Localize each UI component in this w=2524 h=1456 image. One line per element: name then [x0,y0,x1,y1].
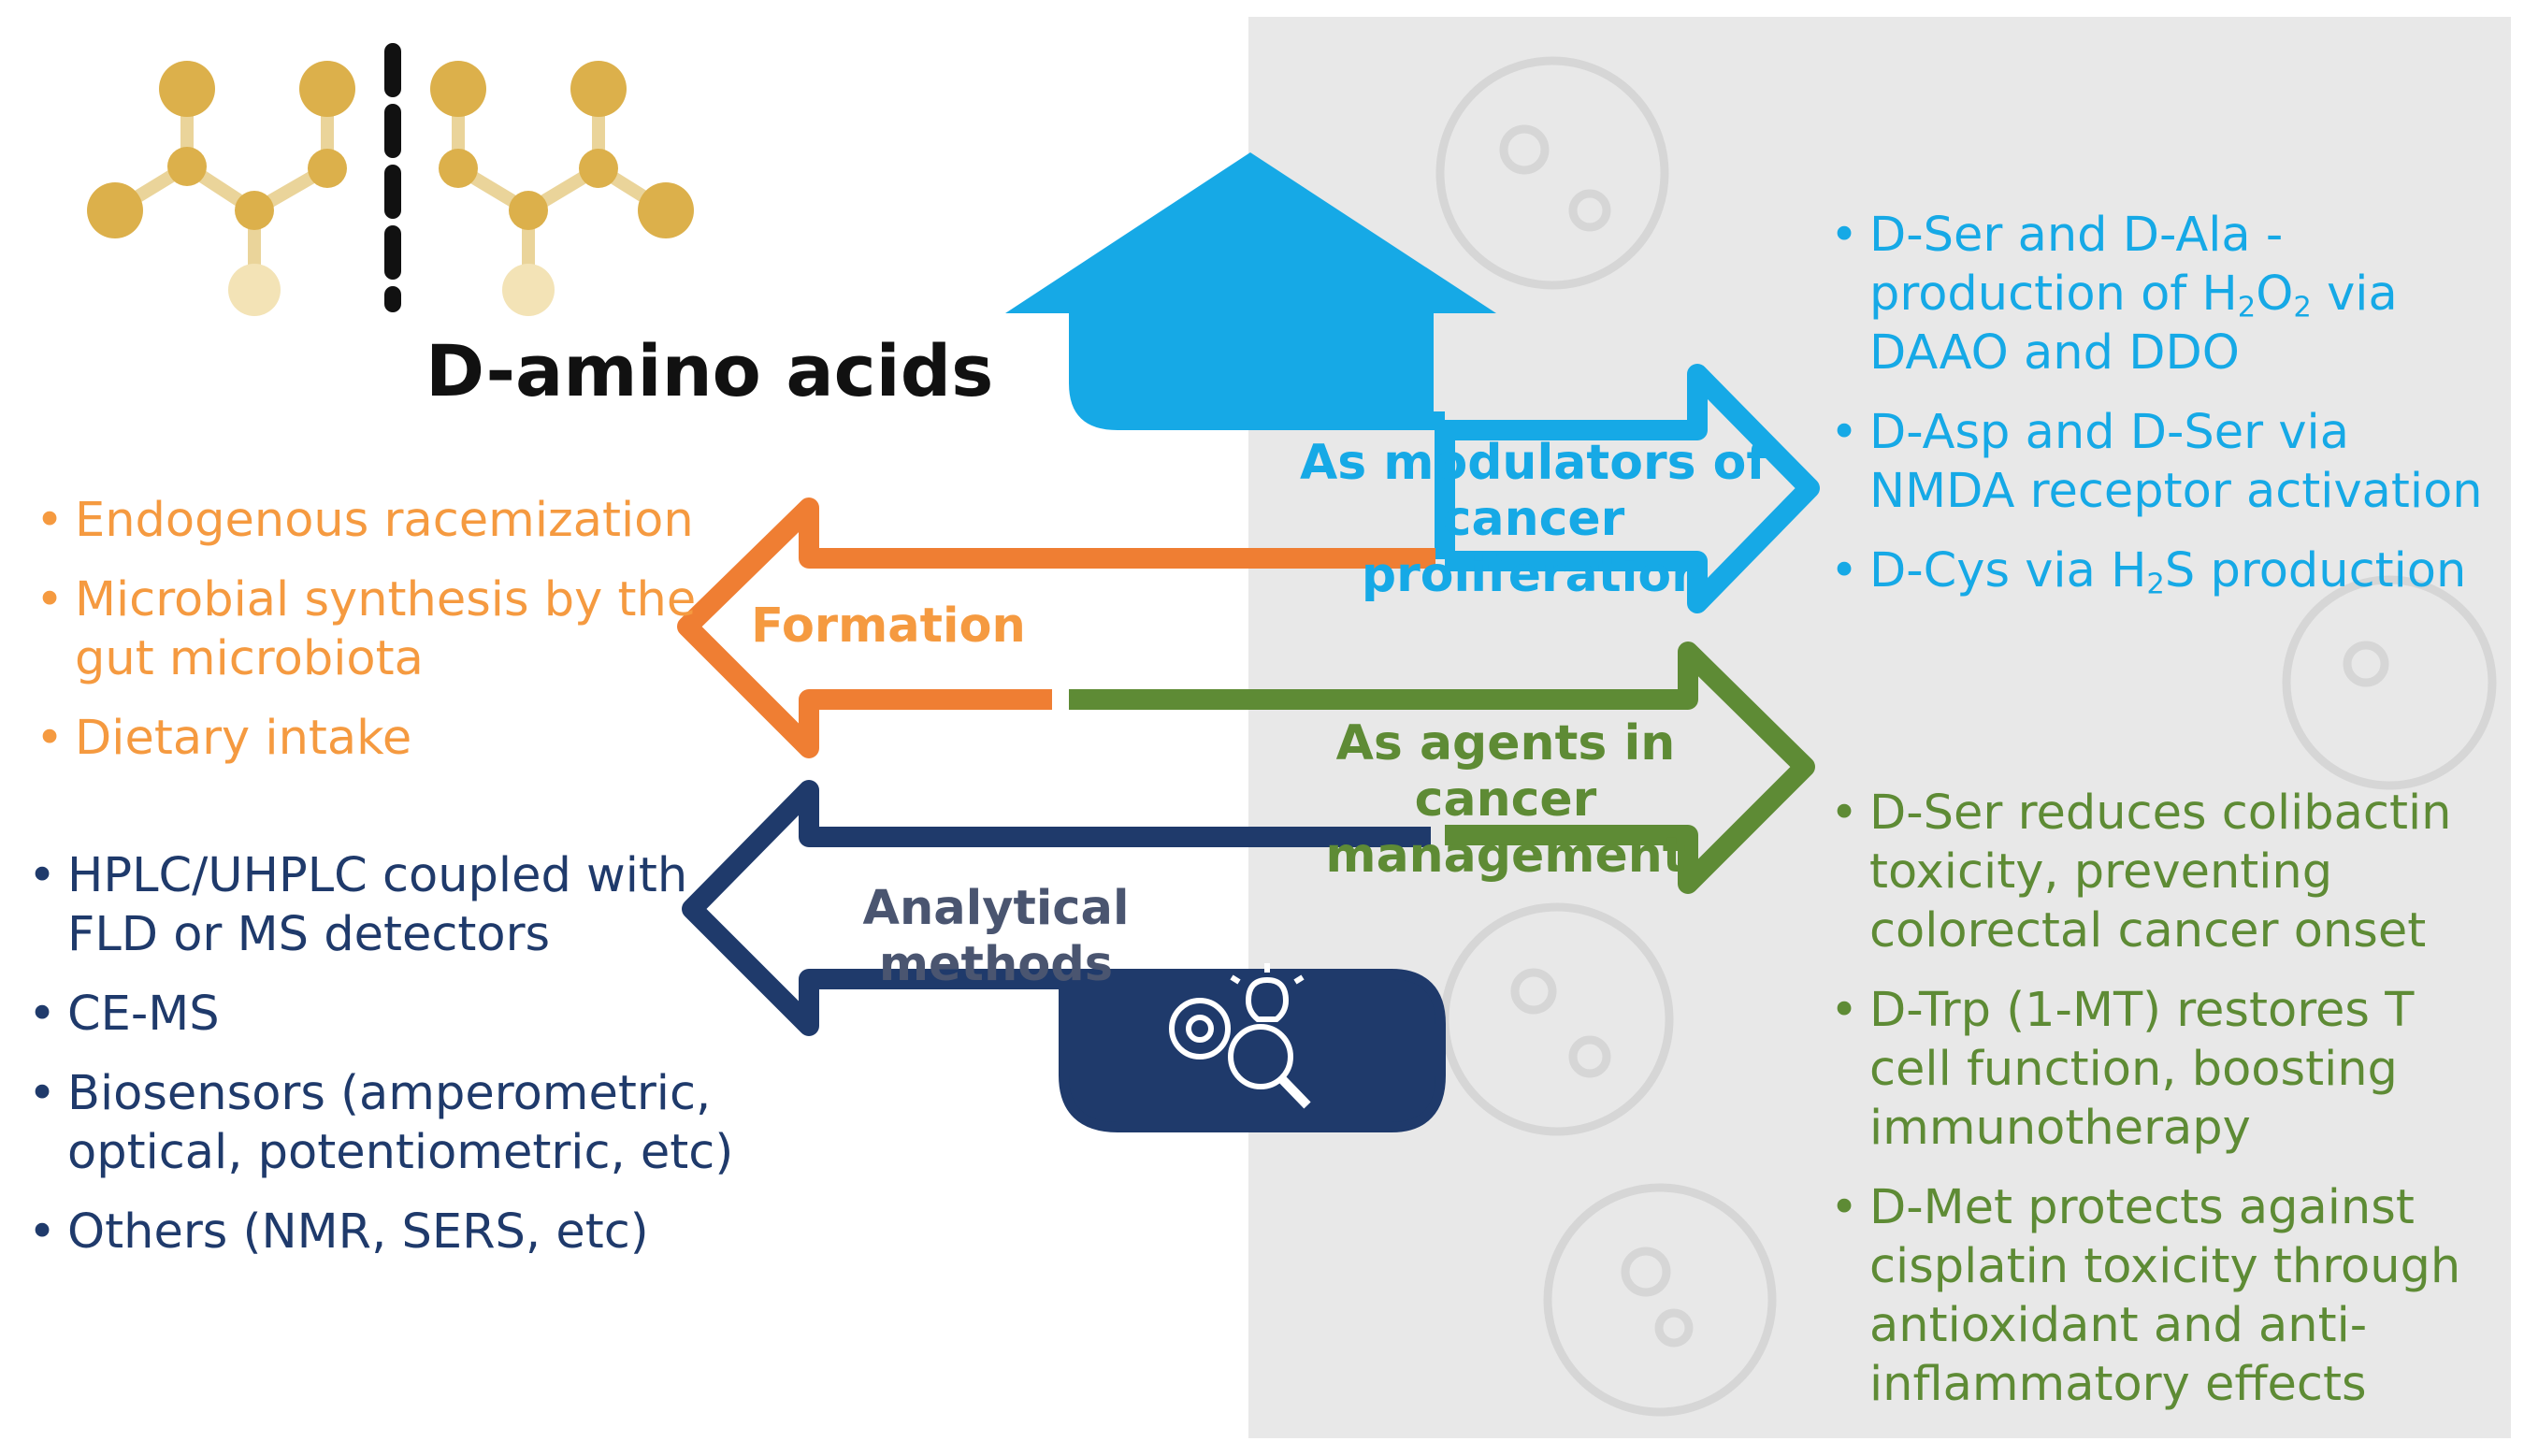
list-item: •Others (NMR, SERS, etc) [28,1204,649,1260]
page-title: D-amino acids [425,329,994,412]
list-item: •Biosensors (amperometric, optical, pote… [28,1066,734,1180]
formation-arrow [677,497,1435,758]
analytical-list: •HPLC/UHPLC coupled with FLD or MS detec… [28,846,739,1261]
formation-label: Formation [751,598,1026,654]
molecule-icon [87,43,694,316]
list-item: •D-Cys via H2S production [1830,543,2467,601]
list-item: •D-Trp (1-MT) restores T cell function, … [1830,983,2415,1156]
list-item: •D-Met protects against cisplatin toxici… [1830,1180,2461,1412]
list-item: •D-Asp and D-Ser via NMDA receptor activ… [1830,405,2483,519]
agents-label: As agents in cancer management [1325,715,1686,884]
gear-magnifier-bulb-icon [1169,963,1311,1109]
modulators-list: •D-Ser and D-Ala - production of H2O2 vi… [1830,206,2503,600]
list-item: •Dietary intake [36,711,412,766]
modulators-arrow-outline [1435,364,1820,613]
analytical-label: Analytical methods [862,881,1130,992]
list-item: •Microbial synthesis by the gut microbio… [36,572,697,686]
virus-icon [1435,56,2497,1417]
list-item: •Endogenous racemization [36,493,694,548]
house-shape [1005,152,1496,430]
agents-list: •D-Ser reduces colibactin toxicity, prev… [1830,784,2485,1414]
modulators-label: As modulators of cancer proliferation [1300,435,1767,603]
list-item: •CE-MS [28,987,220,1042]
list-item: •D-Ser and D-Ala - production of H2O2 vi… [1830,208,2398,381]
agents-arrow [1069,642,1815,894]
analytical-tab [1069,979,1435,1122]
list-item: •HPLC/UHPLC coupled with FLD or MS detec… [28,848,688,962]
formation-list: •Endogenous racemization •Microbial synt… [36,491,709,768]
list-item: •D-Ser reduces colibactin toxicity, prev… [1830,786,2452,959]
